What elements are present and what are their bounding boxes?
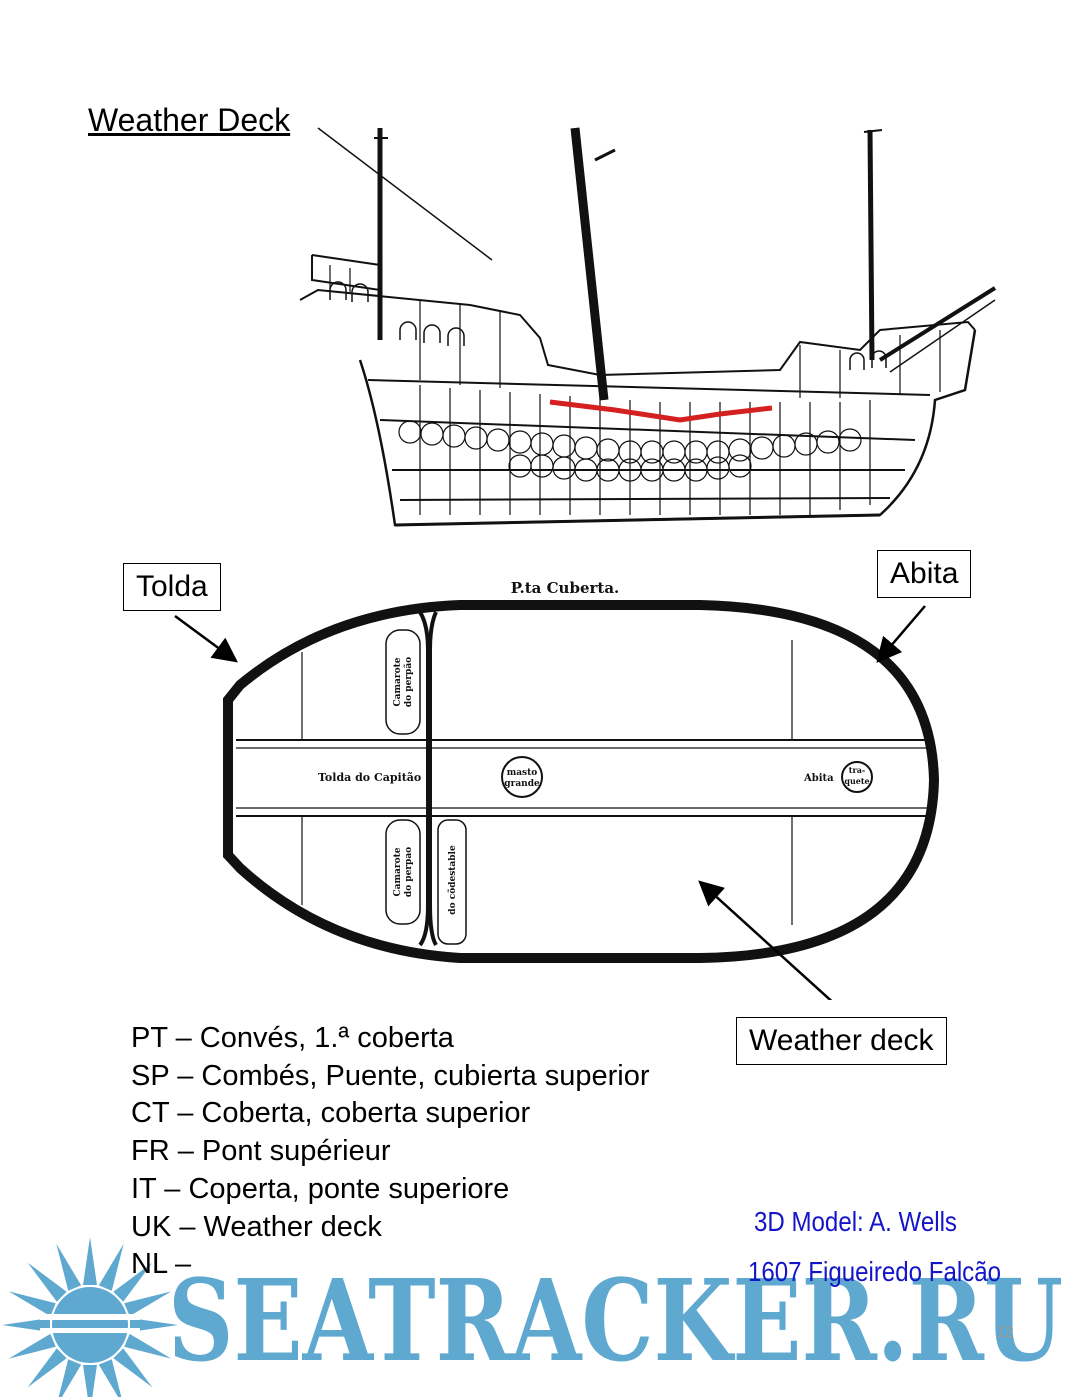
label-traquete-1: tra- xyxy=(849,765,865,775)
label-tolda-capitao: Tolda do Capitão xyxy=(318,771,421,784)
term-ct: CT – Coberta, coberta superior xyxy=(131,1097,531,1130)
term-uk: UK – Weather deck xyxy=(131,1210,382,1243)
label-mastro-1: masto xyxy=(507,768,538,778)
credit-3d-model: 3D Model: A. Wells xyxy=(754,1206,957,1237)
label-mastro-2: grande xyxy=(504,779,540,789)
terms-list: PT – Convés, 1.ª coberta SP – Combés, Pu… xyxy=(131,1020,650,1284)
term-sp: SP – Combés, Puente, cubierta superior xyxy=(131,1059,650,1092)
label-camarote-top-1: Camarote xyxy=(393,657,403,706)
label-condestable: do cõdestable xyxy=(447,845,458,915)
sun-logo-icon xyxy=(2,1237,178,1397)
plan-heading: P.ta Cuberta. xyxy=(511,579,620,597)
label-camarote-top-2: do perpão xyxy=(403,657,414,707)
weather-deck-arrow xyxy=(698,880,833,1000)
title-leader-line xyxy=(317,127,493,261)
callout-tolda: Tolda xyxy=(123,563,221,611)
ship-elevation-drawing xyxy=(299,127,997,527)
deck-plan-drawing: P.ta Cuberta. Tolda do Capitão masto gra… xyxy=(174,579,940,1000)
seatracker-watermark: SEATRACKER.RU xyxy=(2,1237,1063,1397)
term-pt: PT – Convés, 1.ª coberta xyxy=(131,1022,454,1054)
label-camarote-bottom-2: do perpao xyxy=(404,847,414,897)
watermark-text: SEATRACKER.RU xyxy=(168,1256,1063,1387)
page-title: Weather Deck xyxy=(88,102,291,138)
credit-source: 1607 Figueiredo Falcão xyxy=(748,1256,1002,1287)
weather-deck-highlight xyxy=(549,399,773,423)
term-fr: FR – Pont supérieur xyxy=(131,1135,391,1168)
term-it: IT – Coperta, ponte superiore xyxy=(131,1172,510,1205)
page-number: 12 xyxy=(996,1324,1014,1341)
abita-arrow xyxy=(876,605,926,663)
label-traquete-2: quete xyxy=(844,776,869,786)
label-camarote-bottom-1: Camarote xyxy=(393,847,403,896)
callout-weather-deck: Weather deck xyxy=(736,1017,947,1065)
callout-abita: Abita xyxy=(877,550,972,598)
label-abita: Abita xyxy=(803,773,834,784)
term-nl: NL – xyxy=(131,1248,192,1281)
tolda-arrow xyxy=(174,614,239,663)
